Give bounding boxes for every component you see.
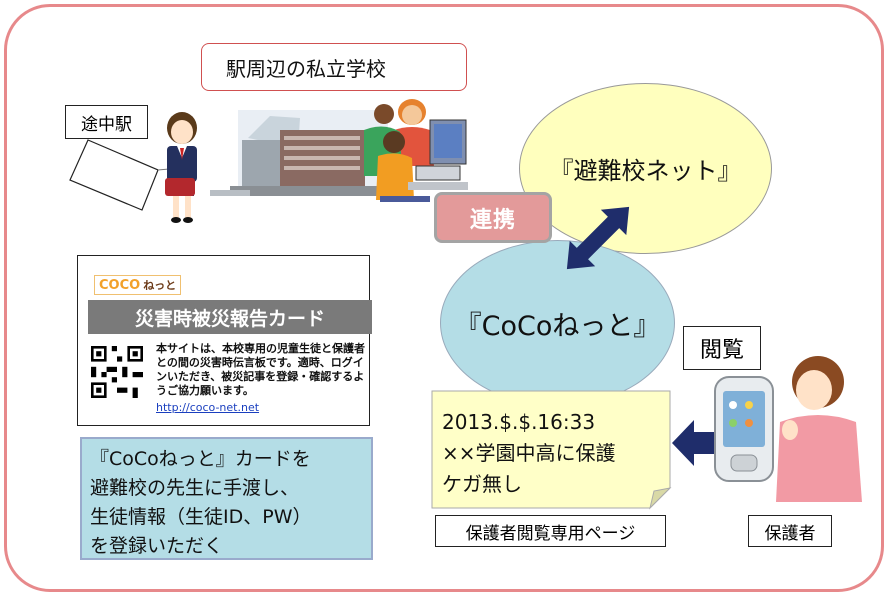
people-computer-icon: [364, 99, 468, 202]
message-text: 2013.$.$.16:33 ××学園中高に保護 ケガ無し: [442, 407, 616, 500]
parent-icon: [776, 356, 862, 502]
disaster-report-card: COCO ねっと 災害時被災報告カード 本サイトは、本校専用の児童生徒と保護者と…: [77, 255, 372, 426]
coco-net-ellipse: 『CoCoねっと』: [440, 240, 675, 406]
instruction-line-2: 避難校の先生に手渡し、: [90, 477, 300, 499]
parent-page-label: 保護者閲覧専用ページ: [435, 515, 666, 547]
student-icon: [165, 112, 197, 223]
hinan-net-ellipse: 『避難校ネット』: [519, 83, 772, 254]
smartphone-icon: [714, 376, 774, 482]
message-note: [431, 390, 672, 510]
renkei-label: 連携: [434, 192, 552, 243]
ticket-icon: [69, 139, 181, 211]
logo-coco-text: COCO: [99, 277, 141, 293]
logo-netto-text: ねっと: [143, 279, 177, 292]
link-double-arrow: [566, 206, 630, 270]
left-arrow-icon: [672, 420, 724, 466]
coco-logo: COCO ねっと: [94, 275, 182, 295]
message-line-3: ケガ無し: [442, 472, 522, 496]
message-line-2: ××学園中高に保護: [442, 441, 616, 465]
qr-code-icon: [91, 346, 143, 398]
school-building-icon: [210, 110, 390, 196]
view-label: 閲覧: [683, 326, 761, 370]
instruction-line-3: 生徒情報（生徒ID、PW）: [90, 506, 312, 528]
instruction-note: 『CoCoねっと』カードを 避難校の先生に手渡し、 生徒情報（生徒ID、PW） …: [80, 437, 373, 560]
station-label: 途中駅: [65, 105, 148, 139]
instruction-line-4: を登録いただく: [90, 535, 224, 557]
card-description: 本サイトは、本校専用の児童生徒と保護者との間の災害時伝言板です。適時、ログインい…: [156, 342, 365, 397]
parent-label: 保護者: [748, 515, 832, 547]
school-label: 駅周辺の私立学校: [201, 43, 467, 91]
coco-net-label: 『CoCoねっと』: [454, 310, 661, 342]
message-line-1: 2013.$.$.16:33: [442, 410, 596, 434]
instruction-line-1: 『CoCoねっと』カードを: [90, 448, 311, 470]
hinan-net-label: 『避難校ネット』: [549, 157, 742, 185]
card-url-link[interactable]: http://coco-net.net: [156, 401, 260, 414]
card-title: 災害時被災報告カード: [88, 300, 372, 334]
